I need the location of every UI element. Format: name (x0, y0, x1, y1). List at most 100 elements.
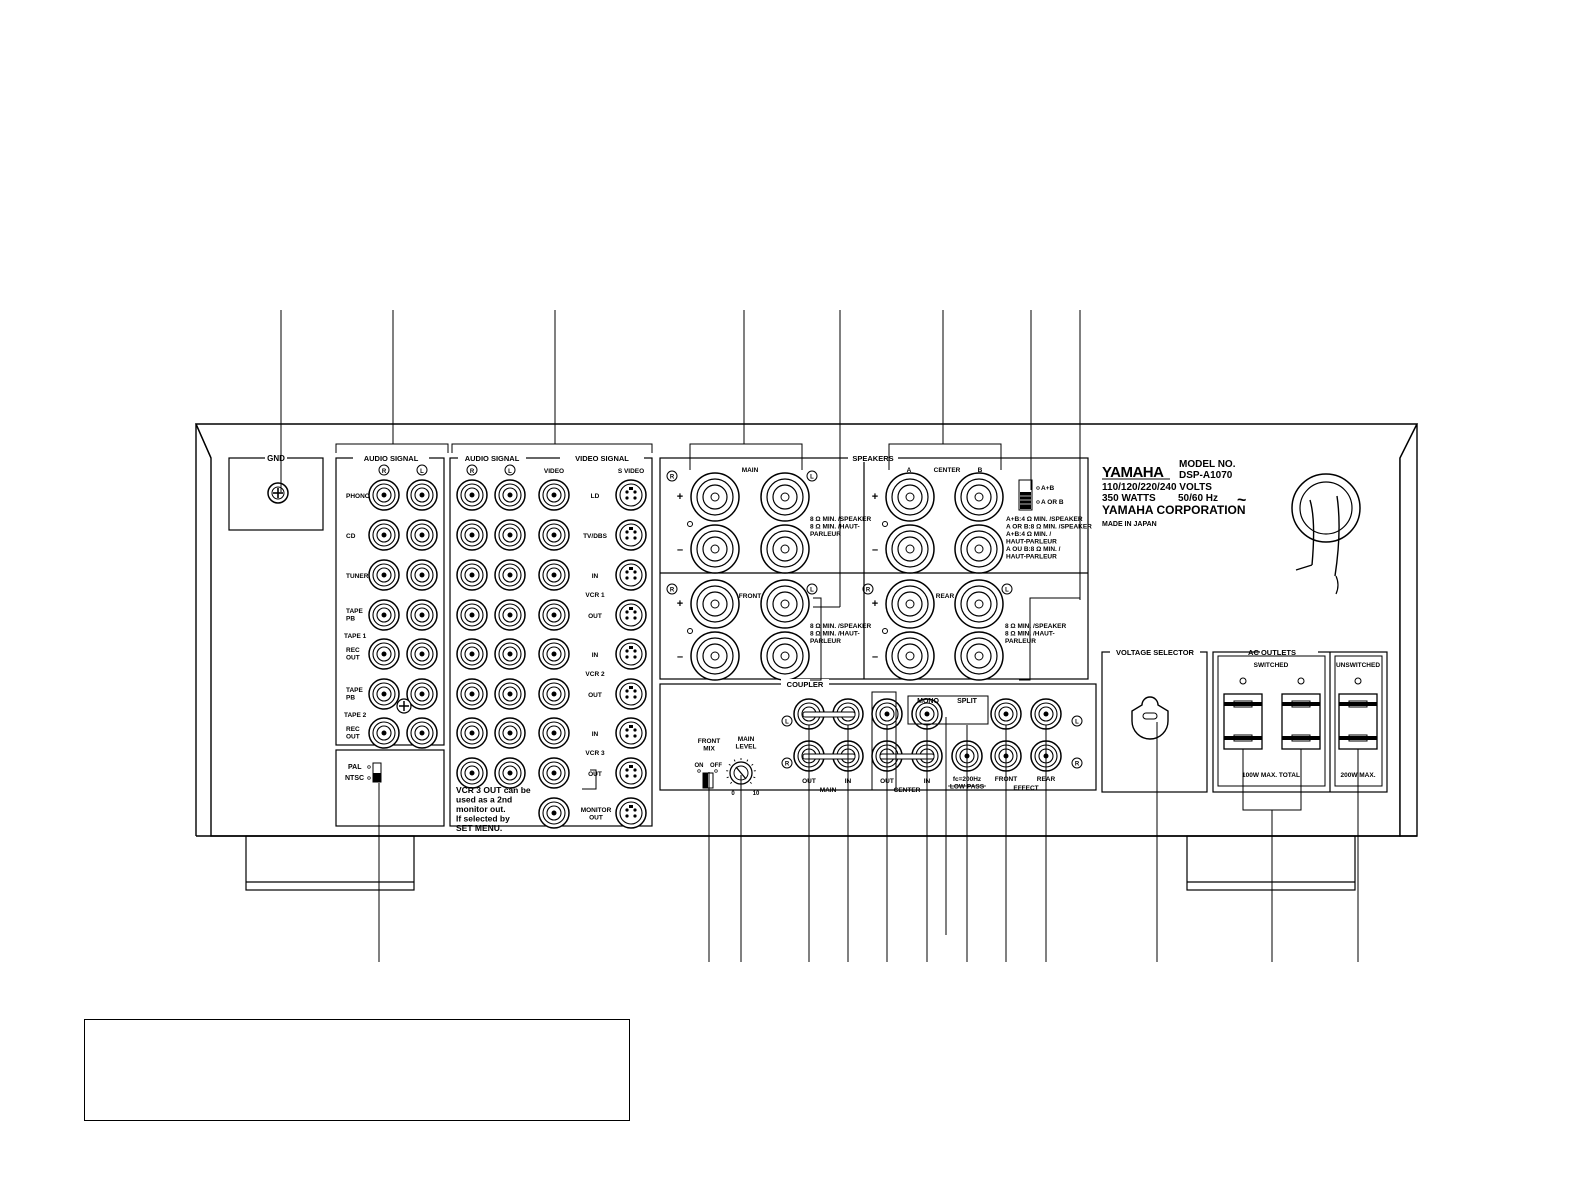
rear-left-minus-terminal[interactable] (954, 631, 1004, 681)
av-right-channel-icon (466, 464, 478, 476)
switched-outlet[interactable] (1223, 677, 1263, 750)
av-row-label: LD (591, 493, 600, 500)
audio-jack-right[interactable] (368, 519, 400, 551)
video-jack[interactable] (538, 638, 570, 670)
av-audio-jack-right[interactable] (456, 717, 488, 749)
rear-right-minus-terminal[interactable] (885, 631, 935, 681)
speaker-ab-switch[interactable] (1018, 479, 1033, 511)
voltage-selector-knob[interactable] (1131, 696, 1169, 740)
svideo-jack[interactable] (615, 479, 647, 511)
svideo-jack[interactable] (615, 599, 647, 631)
svideo-jack[interactable] (615, 757, 647, 789)
av-audio-jack-right[interactable] (456, 757, 488, 789)
av-audio-jack-right[interactable] (456, 479, 488, 511)
video-jack[interactable] (538, 519, 570, 551)
av-audio-jack-right[interactable] (456, 599, 488, 631)
coupler-effect-jack[interactable] (1030, 698, 1062, 730)
audio-jack-right[interactable] (368, 638, 400, 670)
av-audio-jack-right[interactable] (456, 519, 488, 551)
av-audio-jack-left[interactable] (494, 559, 526, 591)
gnd-terminal[interactable] (267, 482, 289, 504)
switched-max-label: 100W MAX. TOTAL (1242, 772, 1300, 779)
audio-jack-left[interactable] (406, 678, 438, 710)
av-audio-jack-left[interactable] (494, 638, 526, 670)
av-audio-jack-right[interactable] (456, 678, 488, 710)
audio-jack-left[interactable] (406, 519, 438, 551)
effect-label: EFFECT (1013, 785, 1038, 792)
audio-jack-left[interactable] (406, 479, 438, 511)
video-jack[interactable] (538, 717, 570, 749)
video-jack[interactable] (538, 599, 570, 631)
av-row-label: OUT (588, 692, 602, 699)
svideo-jack[interactable] (615, 519, 647, 551)
av-audio-jack-left[interactable] (494, 479, 526, 511)
svideo-jack[interactable] (615, 678, 647, 710)
main-left-minus-terminal[interactable] (760, 524, 810, 574)
av-row-label: TV/DBS (583, 533, 608, 540)
svideo-jack[interactable] (615, 638, 647, 670)
svg-text:L: L (785, 720, 789, 726)
monitor-svideo-jack[interactable] (615, 797, 647, 829)
main-level-max-label: 10 (753, 791, 760, 797)
front-right-plus-terminal[interactable] (690, 579, 740, 629)
audio-jack-left[interactable] (406, 599, 438, 631)
audio-jack-right[interactable] (368, 599, 400, 631)
rear-right-plus-terminal[interactable] (885, 579, 935, 629)
av-audio-jack-left[interactable] (494, 717, 526, 749)
coupler-main-label: MAIN (820, 787, 837, 794)
video-jack[interactable] (538, 678, 570, 710)
svideo-jack[interactable] (615, 559, 647, 591)
front-left-plus-terminal[interactable] (760, 579, 810, 629)
video-jack[interactable] (538, 479, 570, 511)
center-a-minus-terminal[interactable] (885, 524, 935, 574)
svg-text:R: R (785, 762, 790, 768)
av-audio-jack-right[interactable] (456, 638, 488, 670)
audio-jack-left[interactable] (406, 717, 438, 749)
center-a-plus-terminal[interactable] (885, 472, 935, 522)
svg-text:L: L (420, 469, 424, 475)
coupler-effect-jack[interactable] (990, 698, 1022, 730)
front-left-minus-terminal[interactable] (760, 631, 810, 681)
video-jack[interactable] (538, 757, 570, 789)
pal-ntsc-switch[interactable] (372, 762, 382, 783)
rear-left-plus-terminal[interactable] (954, 579, 1004, 629)
unswitched-outlet[interactable] (1338, 677, 1378, 750)
speaker-channel-icon: L (806, 470, 818, 482)
audio-input-label: TUNER (346, 573, 369, 580)
switched-outlet[interactable] (1281, 677, 1321, 750)
svideo-jack[interactable] (615, 717, 647, 749)
speaker-channel-icon: R (862, 583, 874, 595)
coupler-center-jack[interactable] (871, 698, 903, 730)
front-right-minus-terminal[interactable] (690, 631, 740, 681)
main-level-min-label: 0 (731, 791, 735, 797)
pal-label: PAL (348, 764, 362, 771)
audio-jack-right[interactable] (368, 479, 400, 511)
av-audio-jack-left[interactable] (494, 757, 526, 789)
av-audio-jack-left[interactable] (494, 519, 526, 551)
pal-ntsc-section: PAL NTSC (335, 749, 445, 827)
video-column-label: VIDEO (544, 468, 564, 475)
av-audio-jack-right[interactable] (456, 559, 488, 591)
av-audio-jack-left[interactable] (494, 599, 526, 631)
audio-jack-left[interactable] (406, 559, 438, 591)
audio-jack-right[interactable] (368, 559, 400, 591)
main-right-plus-terminal[interactable] (690, 472, 740, 522)
voltage-rating: 110/120/220/240 VOLTS (1102, 482, 1212, 493)
center-b-plus-terminal[interactable] (954, 472, 1004, 522)
monitor-video-jack[interactable] (538, 797, 570, 829)
audio-jack-left[interactable] (406, 638, 438, 670)
main-right-minus-terminal[interactable] (690, 524, 740, 574)
main-left-plus-terminal[interactable] (760, 472, 810, 522)
coupler-center-jack[interactable] (911, 698, 943, 730)
front-mix-switch[interactable] (702, 772, 714, 789)
callout-lines (280, 310, 1359, 962)
av-audio-jack-left[interactable] (494, 678, 526, 710)
video-jack[interactable] (538, 559, 570, 591)
center-b-minus-terminal[interactable] (954, 524, 1004, 574)
audio-jack-right[interactable] (368, 717, 400, 749)
audio-jack-right[interactable] (368, 678, 400, 710)
